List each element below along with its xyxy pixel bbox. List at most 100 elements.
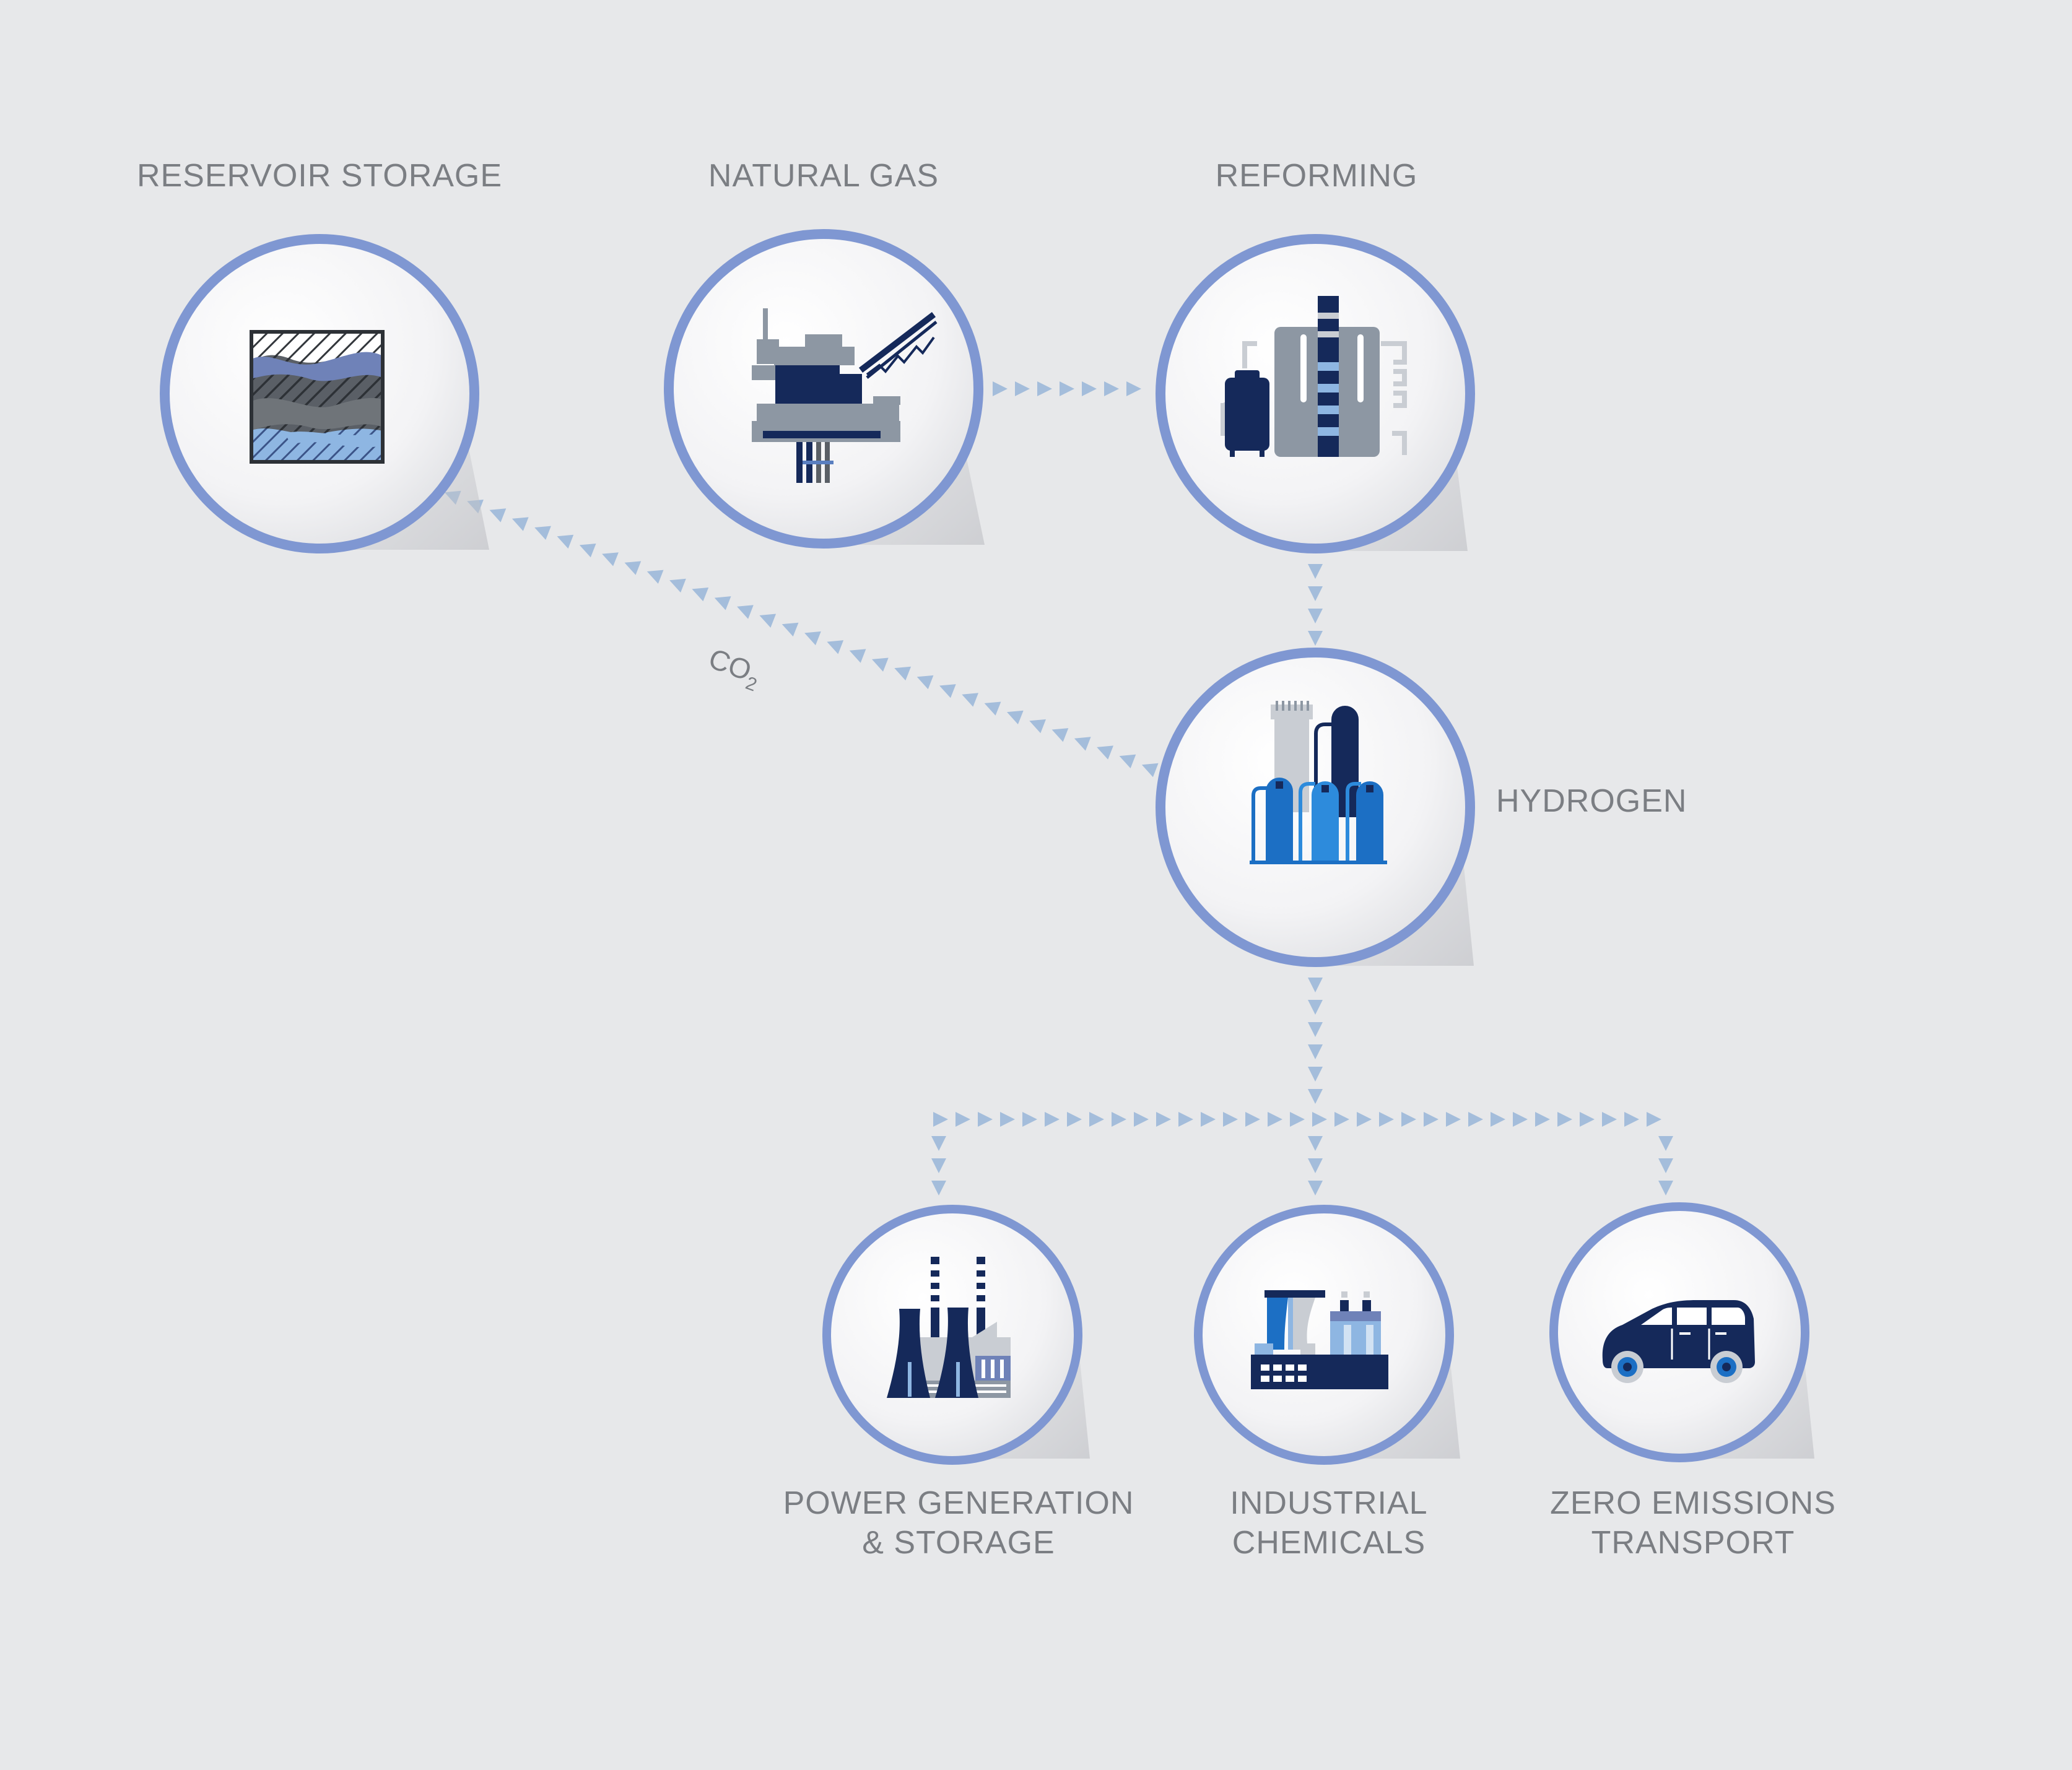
- flow-arrow-mark: [872, 657, 889, 672]
- power-node: [822, 1205, 1090, 1465]
- flow-arrow-mark: [1357, 1112, 1372, 1127]
- flow-arrow-mark: [692, 588, 709, 602]
- flow-arrow-mark: [1308, 1181, 1323, 1195]
- natural-gas-node: [664, 229, 985, 549]
- flow-arrow-mark: [1178, 1112, 1193, 1127]
- flow-arrow-mark: [1308, 1089, 1323, 1104]
- hydrogen-node: [1156, 648, 1475, 967]
- flow-arrow-mark: [1308, 978, 1323, 992]
- flow-arrow-mark: [962, 693, 978, 707]
- flow-arrow-mark: [1334, 1112, 1349, 1127]
- transport-node: [1549, 1202, 1814, 1462]
- flow-arrow-mark: [1308, 564, 1323, 579]
- flow-arrow-mark: [1119, 754, 1136, 768]
- chemical-factory-icon: [1251, 1290, 1388, 1389]
- flow-arrow-mark: [916, 675, 934, 690]
- power-plant-icon: [887, 1257, 1011, 1398]
- flow-arrow-mark: [1082, 381, 1097, 396]
- offshore-platform-icon: [752, 308, 938, 483]
- flow-arrow-mark: [993, 381, 1008, 396]
- flow-arrow-mark: [624, 561, 642, 575]
- flow-arrow-mark: [1015, 381, 1030, 396]
- reservoir-node: [160, 234, 489, 553]
- flow-arrow-mark: [1097, 745, 1113, 760]
- chemicals-node: [1194, 1205, 1460, 1465]
- reforming-label: REFORMING: [1215, 158, 1418, 194]
- flow-arrow-mark: [489, 508, 507, 523]
- flow-arrow-mark: [1624, 1112, 1639, 1127]
- power-label: POWER GENERATION & STORAGE: [783, 1483, 1134, 1563]
- flow-arrow-mark: [579, 544, 596, 558]
- flow-arrow-mark: [1060, 381, 1074, 396]
- flow-arrow-mark: [984, 701, 1001, 716]
- flow-arrow-mark: [931, 1136, 946, 1151]
- flow-arrow-mark: [1602, 1112, 1617, 1127]
- flow-arrow-mark: [1658, 1181, 1673, 1195]
- flow-arrow-mark: [1104, 381, 1119, 396]
- flow-arrow-mark: [1067, 1112, 1082, 1127]
- flow-arrow-mark: [1491, 1112, 1505, 1127]
- flow-arrow-mark: [1513, 1112, 1528, 1127]
- flow-arrow-mark: [1401, 1112, 1416, 1127]
- transport-label-line2: TRANSPORT: [1591, 1525, 1795, 1561]
- flow-arrow-mark: [939, 684, 956, 698]
- flow-arrow-mark: [646, 570, 664, 584]
- flow-arrow-mark: [1647, 1112, 1661, 1127]
- chemicals-label-line2: CHEMICALS: [1232, 1525, 1426, 1561]
- flow-arrow-mark: [1245, 1112, 1260, 1127]
- flow-arrow-mark: [1557, 1112, 1572, 1127]
- flow-arrow-mark: [931, 1181, 946, 1195]
- reforming-node: [1156, 234, 1475, 553]
- flow-arrow-mark: [1000, 1112, 1015, 1127]
- flow-arrow-mark: [534, 526, 551, 540]
- car-icon: [1602, 1300, 1755, 1383]
- flow-arrow-mark: [1268, 1112, 1282, 1127]
- flow-arrow-mark: [1201, 1112, 1216, 1127]
- flow-arrow-mark: [1037, 381, 1052, 396]
- flow-arrow-mark: [1308, 586, 1323, 601]
- flow-arrow-mark: [1308, 609, 1323, 623]
- transport-label-line1: ZERO EMISSIONS: [1550, 1485, 1836, 1521]
- flow-arrow-mark: [511, 517, 529, 531]
- flow-arrow-mark: [759, 614, 777, 628]
- flow-arrow-mark: [1134, 1112, 1149, 1127]
- flow-arrow-mark: [1308, 1067, 1323, 1082]
- power-label-line1: POWER GENERATION: [783, 1485, 1134, 1521]
- flow-arrow-mark: [1156, 1112, 1171, 1127]
- flow-arrow-mark: [804, 631, 821, 646]
- flow-arrow-mark: [1051, 728, 1069, 742]
- flow-arrow-mark: [669, 578, 686, 593]
- flow-arrow-mark: [1045, 1112, 1060, 1127]
- flow-arrow-mark: [1658, 1158, 1673, 1173]
- flow-arrow-mark: [1424, 1112, 1439, 1127]
- flow-arrow-mark: [1312, 1112, 1327, 1127]
- flow-arrow-mark: [557, 534, 574, 549]
- flow-arrow-mark: [1308, 1136, 1323, 1151]
- reforming-plant-icon: [1221, 296, 1407, 457]
- flow-arrow-mark: [1658, 1136, 1673, 1151]
- flow-arrow-mark: [1468, 1112, 1483, 1127]
- flow-arrow-mark: [955, 1112, 970, 1127]
- flow-arrow-mark: [1535, 1112, 1550, 1127]
- power-label-line2: & STORAGE: [862, 1525, 1055, 1561]
- flow-arrow-mark: [1007, 710, 1024, 724]
- flow-arrow-mark: [1580, 1112, 1595, 1127]
- flow-arrow-mark: [1379, 1112, 1394, 1127]
- flow-arrow-mark: [781, 622, 799, 637]
- flow-arrow-mark: [1126, 381, 1141, 396]
- flow-arrow-mark: [1446, 1112, 1461, 1127]
- flow-arrow-mark: [931, 1158, 946, 1173]
- chemicals-label: INDUSTRIAL CHEMICALS: [1230, 1483, 1427, 1563]
- flow-arrow-mark: [1022, 1112, 1037, 1127]
- natural-gas-label: NATURAL GAS: [708, 158, 939, 194]
- flow-arrow-mark: [1112, 1112, 1126, 1127]
- flow-arrow-mark: [1308, 1022, 1323, 1037]
- chemicals-label-line1: INDUSTRIAL: [1230, 1485, 1428, 1521]
- flow-arrows: [444, 381, 1673, 1195]
- flow-arrow-mark: [1141, 763, 1159, 778]
- transport-label: ZERO EMISSIONS TRANSPORT: [1550, 1483, 1836, 1563]
- hydrogen-label: HYDROGEN: [1496, 783, 1687, 819]
- flow-arrow-mark: [1074, 737, 1091, 751]
- flow-arrow-mark: [827, 640, 844, 654]
